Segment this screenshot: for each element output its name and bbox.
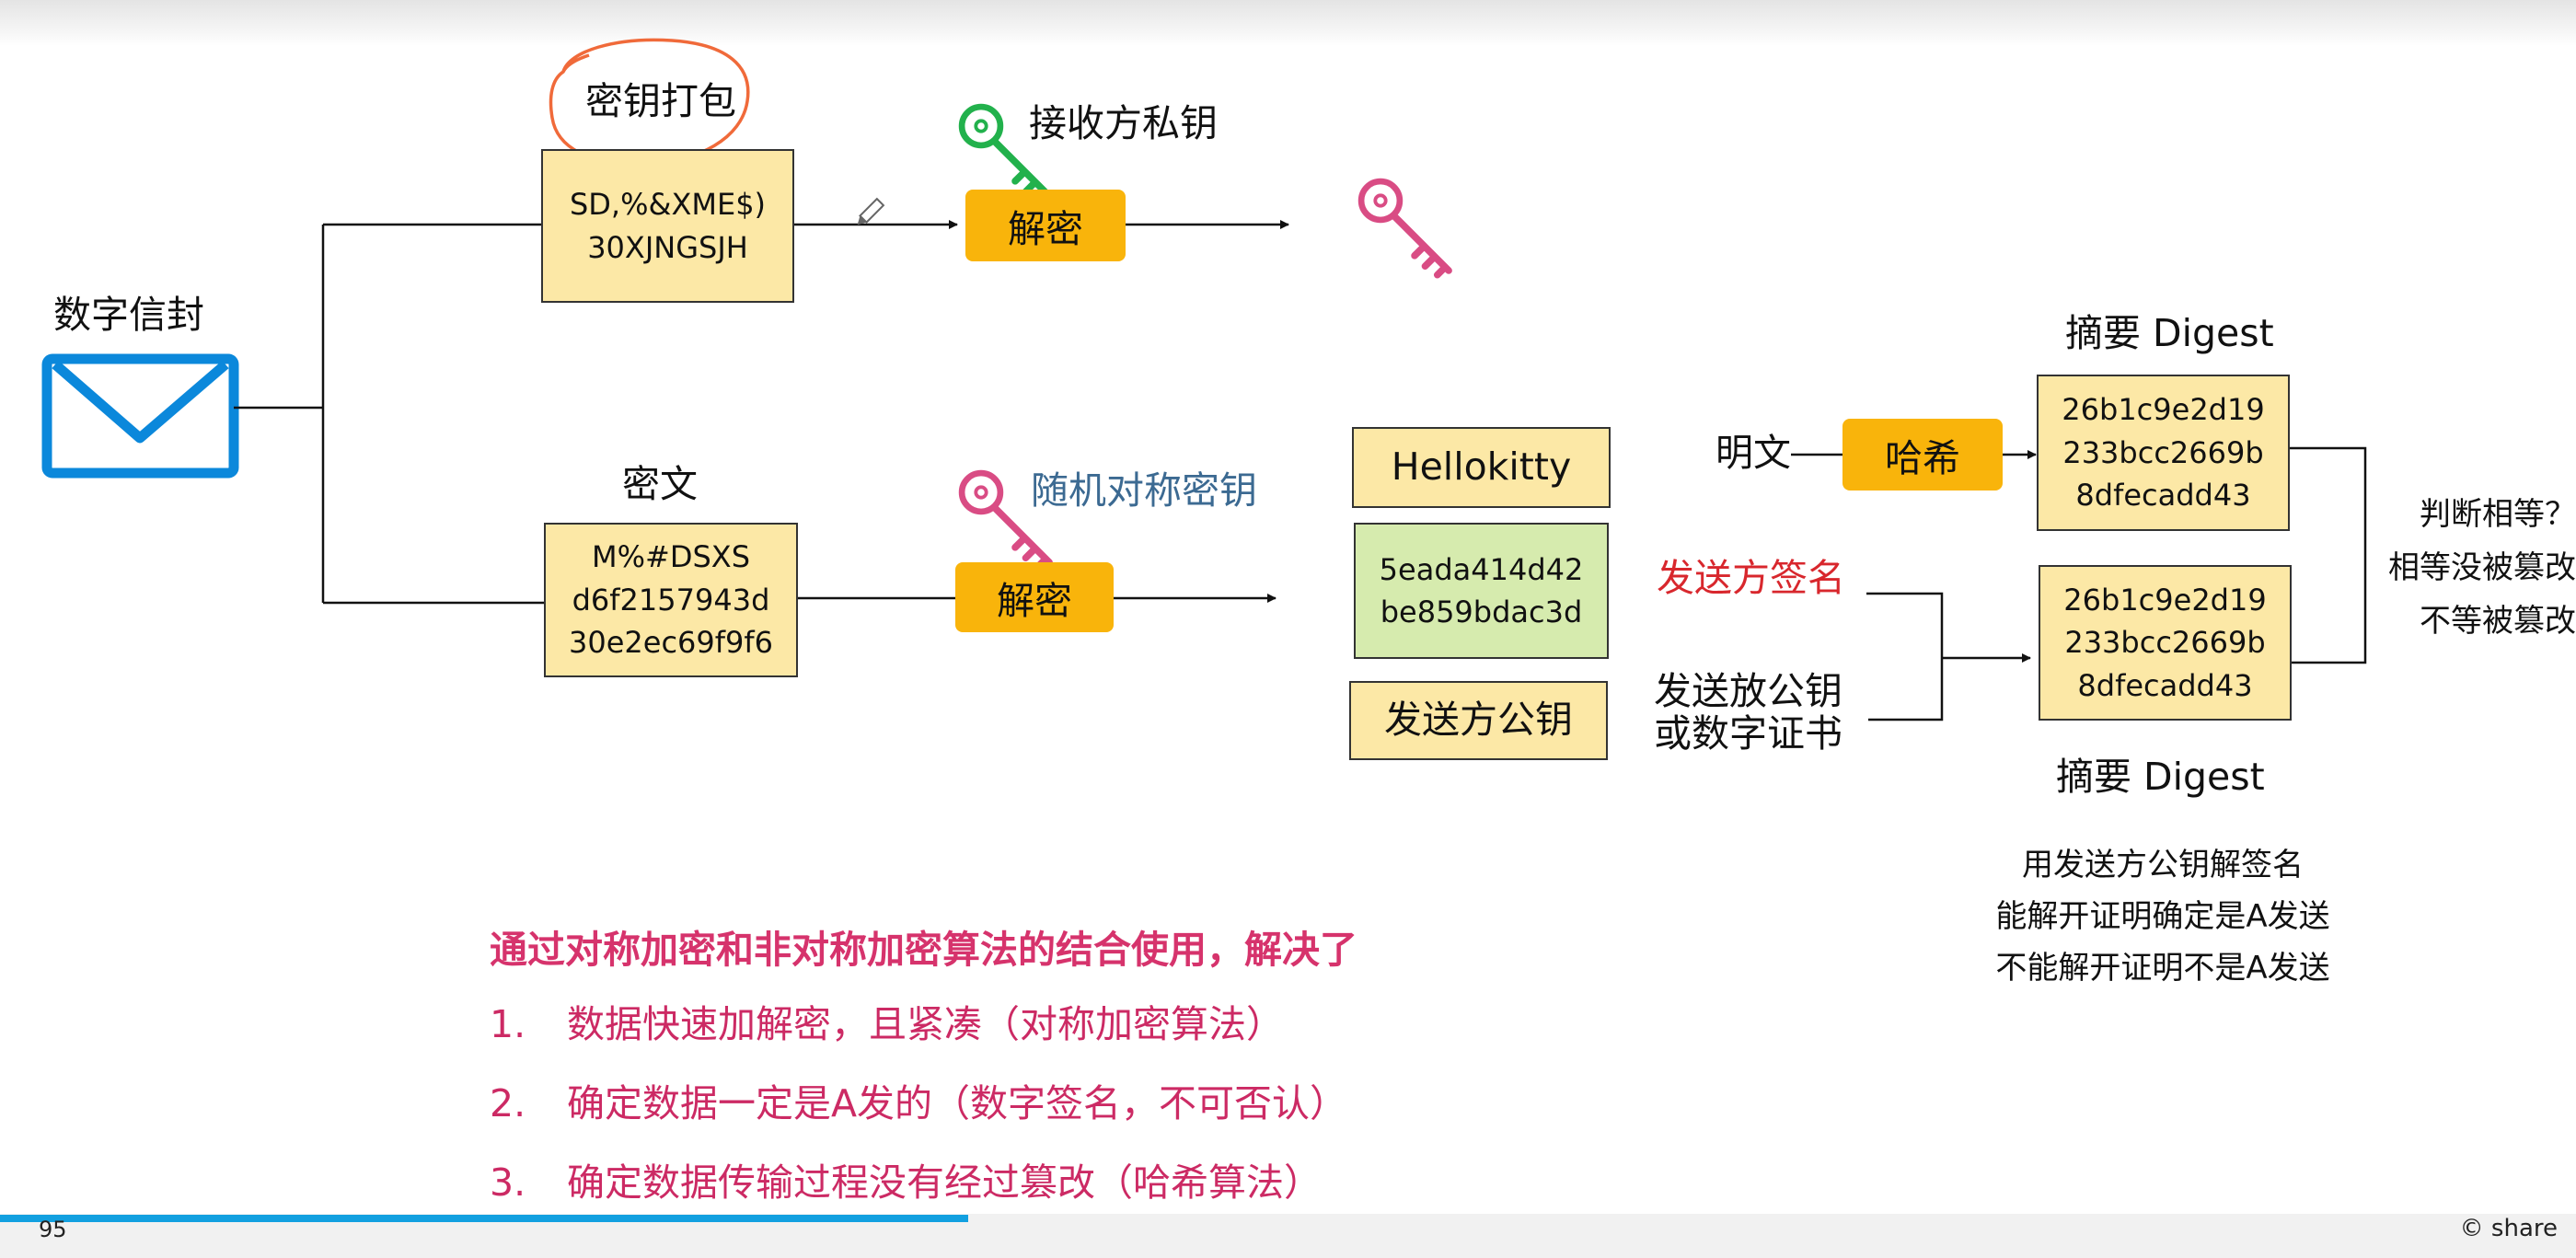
digest-label-bottom: 摘要 Digest — [2056, 755, 2265, 799]
signature-note-line: 能解开证明确定是A发送 — [1995, 898, 2330, 935]
summary-title: 通过对称加密和非对称加密算法的结合使用，解决了 — [490, 928, 1357, 972]
plaintext-box: Hellokitty — [1352, 427, 1611, 508]
random-symmetric-key-label: 随机对称密钥 — [1031, 468, 1257, 513]
branch-lines — [234, 223, 544, 605]
ciphertext-box: M%#DSXS d6f2157943d 30e2ec69f9f6 — [544, 523, 798, 677]
ciphertext-line: M%#DSXS — [591, 539, 750, 575]
ciphertext-label: 密文 — [622, 462, 698, 506]
summary-item: 2. 确定数据一定是A发的（数字签名，不可否认） — [490, 1064, 1347, 1143]
key-package-line: 30XJNGSJH — [587, 229, 748, 265]
digest-box-top: 26b1c9e2d19 233bcc2669b 8dfecadd43 — [2037, 375, 2290, 531]
compare-line: 相等没被篡改 — [2388, 549, 2576, 586]
pencil-icon — [857, 197, 885, 225]
share-label[interactable]: © share — [2459, 1215, 2558, 1242]
signature-note-line: 不能解开证明不是A发送 — [1995, 950, 2330, 987]
plaintext-label: 明文 — [1715, 431, 1791, 475]
sender-pubkey-label: 发送放公钥 或数字证书 — [1654, 670, 1842, 755]
summary-item-text: 确定数据一定是A发的（数字签名，不可否认） — [567, 1081, 1348, 1125]
pubkey-box: 发送方公钥 — [1349, 681, 1608, 760]
summary-item-number: 2. — [490, 1081, 526, 1125]
digest-line: 233bcc2669b — [2062, 434, 2264, 470]
key-package-label: 密钥打包 — [585, 79, 736, 123]
compare-note: 判断相等？ 相等没被篡改 不等被篡改 — [2384, 488, 2576, 648]
progress-bar[interactable] — [0, 1215, 969, 1222]
summary-item-text: 确定数据传输过程没有经过篡改（哈希算法） — [567, 1160, 1322, 1205]
top-gradient-bar — [0, 0, 2576, 46]
digest-label-top: 摘要 Digest — [2065, 311, 2274, 355]
digest-line: 233bcc2669b — [2064, 625, 2266, 661]
digest-line: 26b1c9e2d19 — [2062, 392, 2265, 428]
hash-step: 哈希 — [1842, 419, 2003, 491]
digest-line: 8dfecadd43 — [2077, 667, 2253, 703]
compare-line: 不等被篡改 — [2420, 603, 2576, 640]
decrypt-button-top: 解密 — [965, 190, 1126, 261]
summary-item: 3. 确定数据传输过程没有经过篡改（哈希算法） — [490, 1143, 1347, 1222]
summary-item-text: 数据快速加解密，且紧凑（对称加密算法） — [567, 1002, 1284, 1046]
signature-note-line: 用发送方公钥解签名 — [2022, 847, 2304, 883]
ciphertext-line: d6f2157943d — [572, 582, 770, 617]
ciphertext-line: 30e2ec69f9f6 — [568, 625, 773, 661]
key-package-box: SD,%&XME$) 30XJNGSJH — [541, 149, 794, 303]
summary-item-number: 3. — [490, 1160, 526, 1205]
compare-line: 判断相等？ — [2420, 496, 2576, 533]
signature-line: be859bdac3d — [1380, 594, 1583, 629]
decrypted-key-icon — [1361, 181, 1449, 275]
sender-pubkey-line: 发送放公钥 — [1654, 669, 1842, 713]
hash-flow-lines — [1791, 446, 2367, 721]
decrypt-button-bottom: 解密 — [955, 562, 1114, 632]
summary-item: 1. 数据快速加解密，且紧凑（对称加密算法） — [490, 985, 1347, 1064]
summary-list: 1. 数据快速加解密，且紧凑（对称加密算法） 2. 确定数据一定是A发的（数字签名，… — [490, 985, 1347, 1222]
signature-verify-note: 用发送方公钥解签名 能解开证明确定是A发送 不能解开证明不是A发送 — [1960, 839, 2365, 994]
page-number: 95 — [39, 1217, 67, 1242]
digest-line: 8dfecadd43 — [2075, 478, 2251, 514]
summary-item-number: 1. — [490, 1002, 526, 1046]
signature-box: 5eada414d42 be859bdac3d — [1354, 523, 1609, 659]
digest-line: 26b1c9e2d19 — [2063, 582, 2267, 617]
sender-pubkey-line: 或数字证书 — [1654, 711, 1842, 756]
receiver-private-key-label: 接收方私钥 — [1029, 101, 1218, 145]
key-package-line: SD,%&XME$) — [569, 187, 767, 223]
envelope-label: 数字信封 — [53, 293, 204, 337]
sender-signature-label: 发送方签名 — [1657, 556, 1845, 600]
digest-box-bottom: 26b1c9e2d19 233bcc2669b 8dfecadd43 — [2039, 565, 2292, 721]
signature-line: 5eada414d42 — [1379, 551, 1584, 587]
envelope-icon — [41, 353, 239, 479]
